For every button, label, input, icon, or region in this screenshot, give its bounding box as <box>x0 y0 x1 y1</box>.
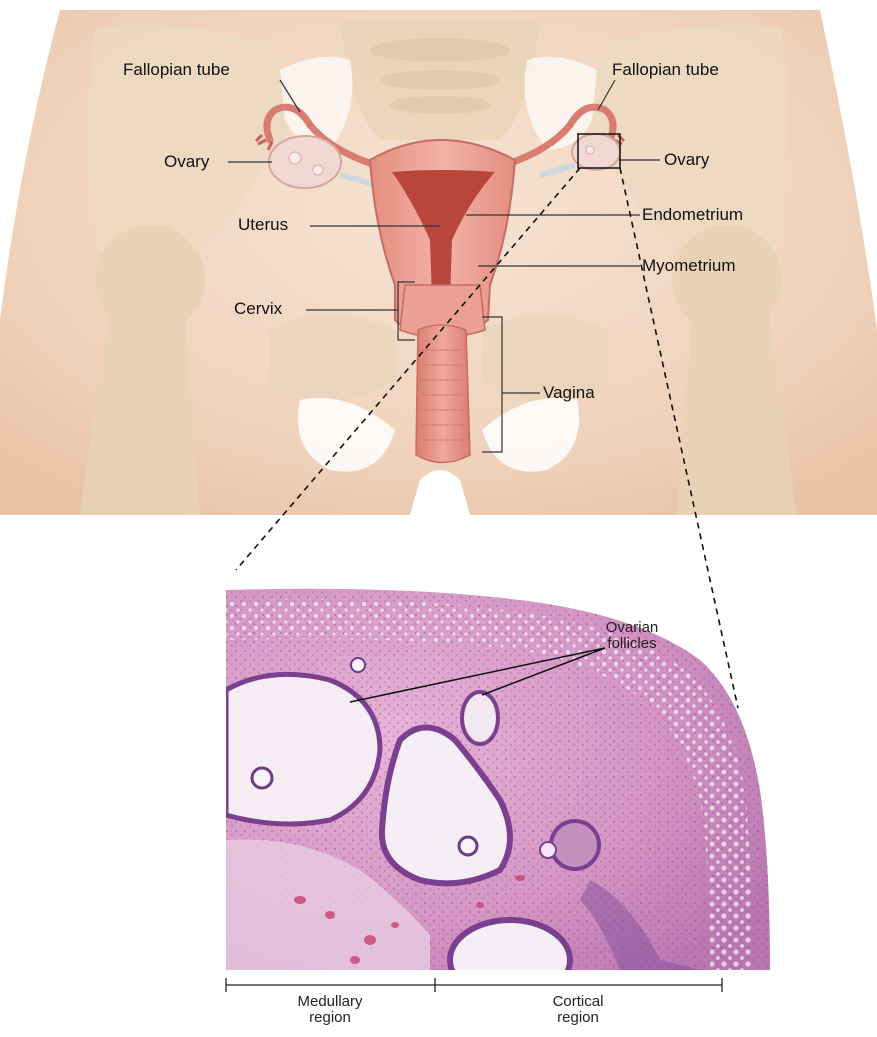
oocyte <box>459 837 477 855</box>
anatomy-illustration <box>0 10 877 515</box>
label-myometrium: Myometrium <box>642 256 736 276</box>
label-ovarian-follicles-line1: Ovarian <box>592 620 672 636</box>
label-medullary-line1: Medullary <box>270 994 390 1010</box>
label-ovary-right: Ovary <box>664 150 709 170</box>
label-uterus: Uterus <box>238 215 288 235</box>
follicle-developing <box>540 842 556 858</box>
label-medullary-region: Medullary region <box>270 994 390 1026</box>
follicle-small <box>462 692 498 744</box>
sacral-segment <box>370 38 510 62</box>
pubic-bone <box>270 315 395 403</box>
oocyte <box>252 768 272 788</box>
label-fallopian-tube-left: Fallopian tube <box>123 60 230 80</box>
label-ovarian-follicles-line2: follicles <box>592 636 672 652</box>
label-ovary-left: Ovary <box>164 152 209 172</box>
follicle-large-left <box>226 674 380 824</box>
label-fallopian-tube-right: Fallopian tube <box>612 60 719 80</box>
sacral-segment <box>390 96 490 114</box>
vagina-shape <box>416 325 470 463</box>
label-endometrium: Endometrium <box>642 205 743 225</box>
follicle-developing <box>551 821 599 869</box>
label-vagina: Vagina <box>543 383 595 403</box>
label-cortical-region: Cortical region <box>518 994 638 1026</box>
label-cortical-line2: region <box>518 1010 638 1026</box>
label-medullary-line2: region <box>270 1010 390 1026</box>
label-ovarian-follicles: Ovarian follicles <box>592 620 672 652</box>
follicle-bottom <box>450 920 570 1000</box>
ovary-follicle <box>586 146 594 154</box>
oocyte <box>351 658 365 672</box>
ovary-follicle <box>313 165 323 175</box>
ovary-right-shape <box>572 134 620 170</box>
label-cervix: Cervix <box>234 299 282 319</box>
label-cortical-line1: Cortical <box>518 994 638 1010</box>
region-scale-bar <box>226 978 722 992</box>
ovary-left-shape <box>269 136 341 188</box>
histology-micrograph <box>226 585 776 1000</box>
sacral-segment <box>380 70 500 90</box>
ovary-follicle <box>289 152 301 164</box>
